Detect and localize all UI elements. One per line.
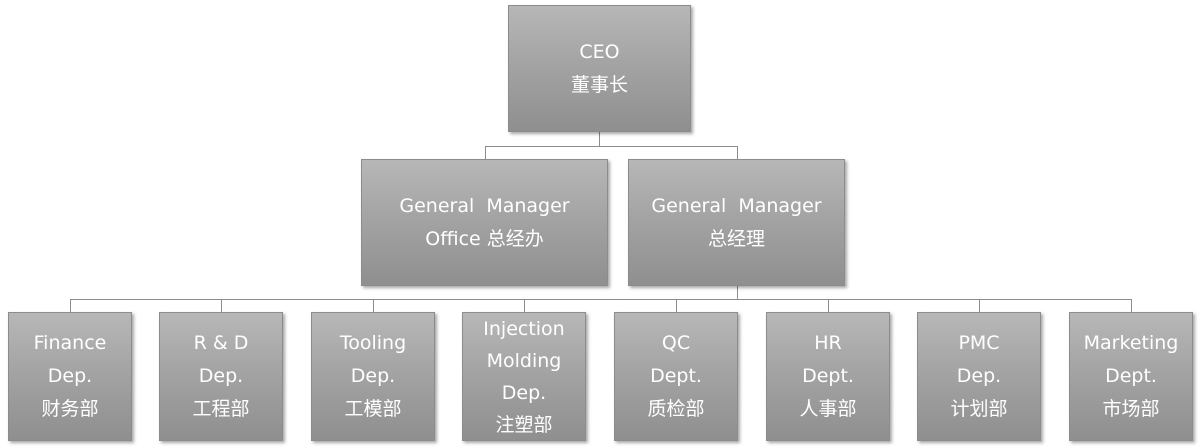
dept-label-line: 人事部: [799, 398, 857, 420]
node-dept-rd: R & D Dep. 工程部: [159, 312, 283, 441]
dept-label-line: HR: [814, 332, 842, 354]
dept-label-line: Dep.: [198, 365, 244, 387]
dept-label-line: 工程部: [192, 398, 250, 420]
dept-label-line: Dep.: [47, 365, 93, 387]
node-dept-qc: QC Dept. 质检部: [614, 312, 738, 441]
dept-label-line: Injection: [483, 317, 565, 340]
node-general-manager-zh: 总经理: [707, 227, 765, 250]
node-gm-office-title: General Manager: [399, 194, 570, 217]
node-gm-office: General Manager Office 总经办: [361, 159, 608, 286]
node-dept-tooling: Tooling Dep. 工模部: [311, 312, 435, 441]
node-dept-hr: HR Dept. 人事部: [766, 312, 890, 441]
dept-label-line: Dept.: [1105, 365, 1157, 387]
dept-label-line: 注塑部: [495, 413, 553, 436]
node-dept-marketing: Marketing Dept. 市场部: [1069, 312, 1193, 441]
node-ceo-title: CEO: [579, 40, 620, 63]
node-ceo: CEO 董事长: [508, 5, 691, 132]
node-dept-pmc: PMC Dep. 计划部: [917, 312, 1041, 441]
dept-label-line: Marketing: [1083, 332, 1179, 354]
dept-label-line: 财务部: [41, 398, 99, 420]
dept-label-line: Tooling: [339, 332, 407, 354]
dept-label-line: R & D: [193, 332, 249, 354]
dept-label-line: Dep.: [501, 381, 547, 404]
dept-label-line: 市场部: [1102, 398, 1160, 420]
dept-label-line: Dept.: [802, 365, 854, 387]
dept-label-line: Dep.: [956, 365, 1002, 387]
dept-label-line: Molding: [486, 349, 562, 372]
dept-label-line: Dep.: [350, 365, 396, 387]
dept-label-line: 计划部: [950, 398, 1008, 420]
dept-label-line: QC: [661, 332, 691, 354]
dept-label-line: Finance: [33, 332, 107, 354]
dept-label-line: Dept.: [650, 365, 702, 387]
node-ceo-zh: 董事长: [570, 73, 628, 96]
node-dept-injection-molding: Injection Molding Dep. 注塑部: [462, 312, 586, 441]
node-general-manager-title: General Manager: [651, 194, 822, 217]
node-dept-finance: Finance Dep. 财务部: [8, 312, 132, 441]
dept-label-line: 工模部: [344, 398, 402, 420]
node-gm-office-line2: Office 总经办: [425, 227, 544, 250]
dept-label-line: 质检部: [647, 398, 705, 420]
node-general-manager: General Manager 总经理: [628, 159, 845, 286]
dept-label-line: PMC: [958, 332, 1000, 354]
